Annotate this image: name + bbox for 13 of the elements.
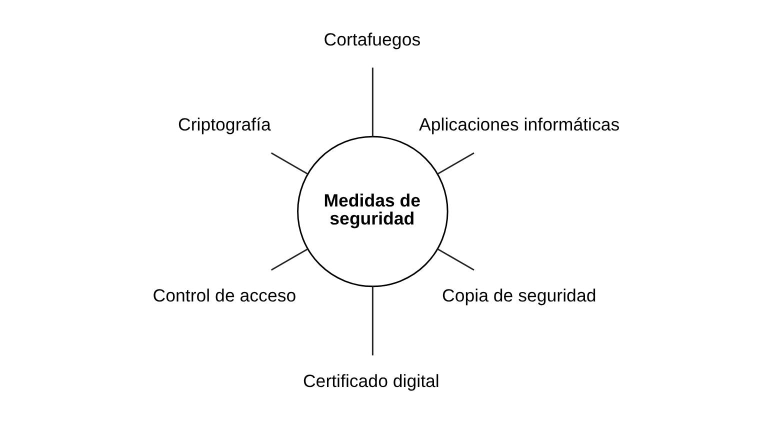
connector	[371, 68, 373, 137]
node-text: Criptografía	[178, 114, 270, 135]
node-text: Control de acceso	[152, 286, 296, 306]
connector	[270, 152, 308, 175]
connector	[436, 248, 474, 271]
node-text: Cortafuegos	[323, 29, 420, 50]
connector	[436, 152, 474, 175]
node-text: Certificado digital	[302, 370, 439, 391]
node-circle: Medidas de seguridad	[296, 136, 448, 288]
node-text: Aplicaciones informáticas	[418, 114, 620, 135]
node-text: Copia de seguridad	[442, 286, 596, 306]
connector	[371, 286, 373, 356]
connector	[270, 248, 308, 271]
